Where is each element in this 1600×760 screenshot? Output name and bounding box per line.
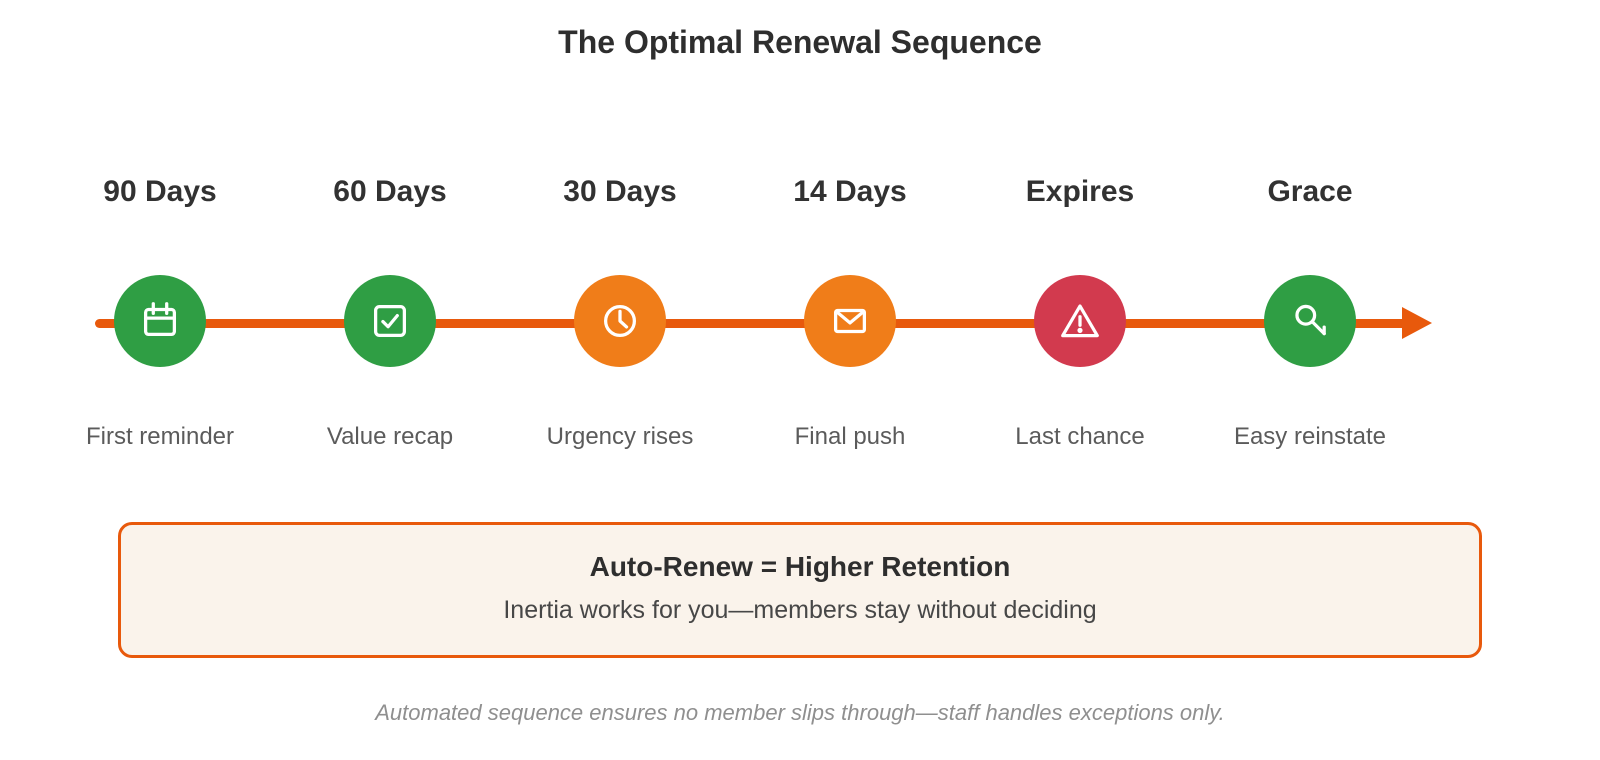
callout-title: Auto-Renew = Higher Retention <box>589 551 1011 582</box>
warning-icon <box>1061 304 1099 338</box>
stage-label: 14 Days <box>793 175 907 208</box>
stage-label: 60 Days <box>333 175 447 208</box>
stage-label: 30 Days <box>563 175 677 208</box>
stage-label: Expires <box>1025 175 1135 208</box>
check-square-icon <box>373 304 407 338</box>
stage-caption: Value recap <box>326 423 454 450</box>
timeline-arrow-icon <box>1402 307 1432 339</box>
page-title: The Optimal Renewal Sequence <box>558 24 1042 60</box>
stage-grace: Grace Easy reinstate <box>1195 172 1425 452</box>
timeline: 90 Days First reminder 60 Days Value rec… <box>45 172 1425 452</box>
stage-label: 90 Days <box>103 175 217 208</box>
stage-circle <box>574 275 666 367</box>
stage-caption: Final push <box>794 423 906 450</box>
stage-30-days: 30 Days Urgency rises <box>505 172 735 452</box>
footnote: Automated sequence ensures no member sli… <box>375 700 1225 725</box>
stage-60-days: 60 Days Value recap <box>275 172 505 452</box>
stage-90-days: 90 Days First reminder <box>45 172 275 452</box>
clock-icon <box>603 304 637 338</box>
stage-expires: Expires Last chance <box>965 172 1195 452</box>
stage-caption: Urgency rises <box>546 423 694 450</box>
key-icon <box>1295 304 1326 336</box>
stage-circle <box>804 275 896 367</box>
stage-label: Grace <box>1267 175 1353 208</box>
calendar-icon <box>143 302 177 337</box>
callout-subtitle: Inertia works for you—members stay witho… <box>503 596 1097 624</box>
stage-circle <box>1034 275 1126 367</box>
stage-circle <box>114 275 206 367</box>
stage-caption: First reminder <box>85 423 235 450</box>
envelope-icon <box>833 308 867 334</box>
auto-renew-callout: Auto-Renew = Higher Retention Inertia wo… <box>118 522 1482 658</box>
stage-14-days: 14 Days Final push <box>735 172 965 452</box>
stage-circle <box>1264 275 1356 367</box>
stage-caption: Easy reinstate <box>1233 423 1387 450</box>
stage-caption: Last chance <box>1015 423 1145 450</box>
timeline-line <box>95 319 1408 328</box>
stage-circle <box>344 275 436 367</box>
